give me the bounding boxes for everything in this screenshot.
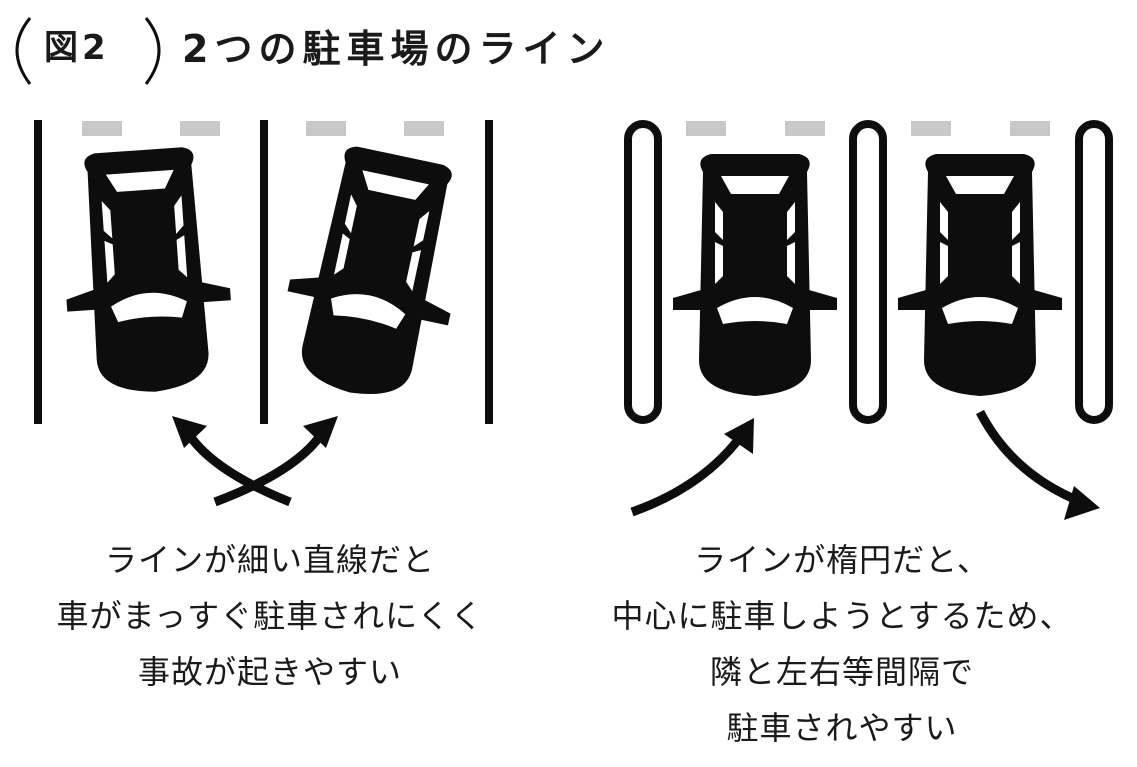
caption-line: 駐車されやすい [726,709,958,747]
car-centered [898,154,1062,396]
stop-marker [82,121,122,136]
arrowhead [724,418,754,454]
parking-line-straight [34,120,42,424]
parking-line-straight [260,120,268,424]
stop-marker [1010,121,1050,136]
bracket-right [144,17,161,85]
car-tilted [56,144,237,398]
arrowhead [172,416,207,448]
caption-line: 事故が起きやすい [137,653,402,691]
parking-line-oval [624,120,662,424]
caption-line: ラインが楕円だと、 [694,541,990,579]
right-caption: ラインが楕円だと、 中心に駐車しようとするため、 隣と左右等間隔で 駐車されやす… [592,532,1092,756]
stop-marker [785,121,825,136]
bracket-left [15,17,32,85]
car-tilted [269,138,481,410]
curved-arrow [630,437,742,517]
stop-marker [180,121,220,136]
page-title: 2つの駐車場のライン [182,27,611,71]
figure-label: 図2 [44,28,110,68]
stop-marker [306,121,346,136]
left-caption: ラインが細い直線だと 車がまっすぐ駐車されにくく 事故が起きやすい [20,532,520,700]
left-parking-lot [34,120,493,507]
parking-line-oval [1075,120,1113,424]
parking-line-straight [485,120,493,424]
stop-marker [911,121,951,136]
caption-line: 隣と左右等間隔で [709,653,974,691]
parking-line-oval [849,120,887,424]
stop-marker [404,121,444,136]
right-parking-lot [624,120,1113,520]
curved-arrow [976,409,1074,503]
arrowhead [303,416,338,448]
stop-marker [686,121,726,136]
arrowhead [1064,486,1100,520]
caption-line: 中心に駐車しようとするため、 [611,597,1073,635]
caption-line: 車がまっすぐ駐車されにくく [56,597,484,635]
caption-line: ラインが細い直線だと [104,541,435,579]
car-centered [673,154,837,396]
